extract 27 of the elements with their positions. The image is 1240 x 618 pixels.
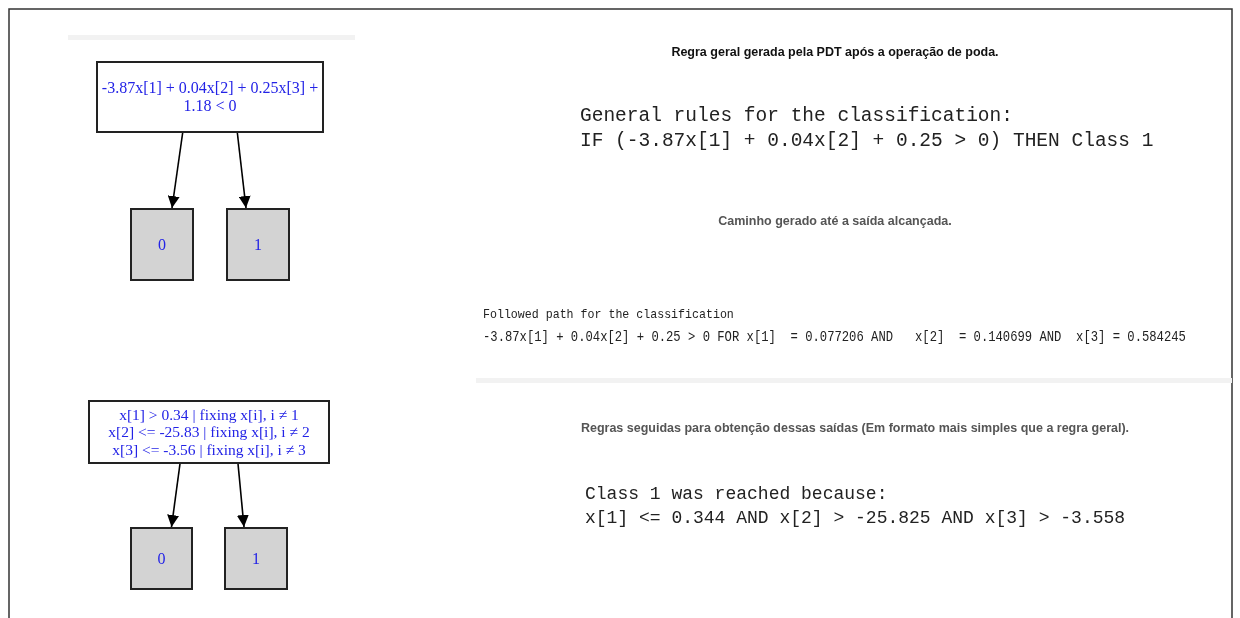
condition-box <box>96 61 324 133</box>
node-text: 0 <box>158 235 166 254</box>
path-text: Followed path for the classification <box>483 307 734 322</box>
node-text: 1 <box>252 549 260 568</box>
node-text: x[3] <= -3.56 | fixing x[i], i ≠ 3 <box>112 440 306 458</box>
node-text: 0 <box>157 549 166 568</box>
node-text: 1 <box>254 235 262 254</box>
rule-text: IF (-3.87x[1] + 0.04x[2] + 0.25 > 0) THEN Class 1 <box>580 130 1154 152</box>
rule-text: Class 1 was reached because: <box>585 484 888 504</box>
arrow <box>167 132 184 209</box>
leaf-box <box>224 527 288 590</box>
heading: Regra geral gerada pela PDT após a operação de poda. <box>670 45 1000 59</box>
node-text: -3.87x[1] + 0.04x[2] + 0.25x[3] + 1.18 < 0 <box>100 79 320 115</box>
leaf-box <box>226 208 290 281</box>
condition-box <box>88 400 330 464</box>
node-text: x[2] <= -25.83 | fixing x[i], i ≠ 2 <box>108 423 310 441</box>
arrow <box>236 463 249 528</box>
leaf-box <box>130 208 194 281</box>
rule-text: x[1] <= 0.344 AND x[2] > -25.825 AND x[3] > -3.558 <box>585 508 1126 528</box>
heading: Caminho gerado até a saída alcançada. <box>717 214 953 228</box>
node-text: x[1] > 0.34 | fixing x[i], i ≠ 1 <box>119 406 299 424</box>
heading: Regras seguidas para obtenção dessas saídas (Em formato mais simples que a regra geral). <box>579 421 1131 435</box>
arrow <box>167 463 181 528</box>
rule-text: General rules for the classification: <box>580 105 1013 127</box>
leaf-box <box>130 527 193 590</box>
path-text: -3.87x[1] + 0.04x[2] + 0.25 > 0 FOR x[1] = 0.077206 AND x[2] = 0.140699 AND x[3] = 0.584245 <box>483 329 1186 345</box>
arrow <box>236 132 251 209</box>
